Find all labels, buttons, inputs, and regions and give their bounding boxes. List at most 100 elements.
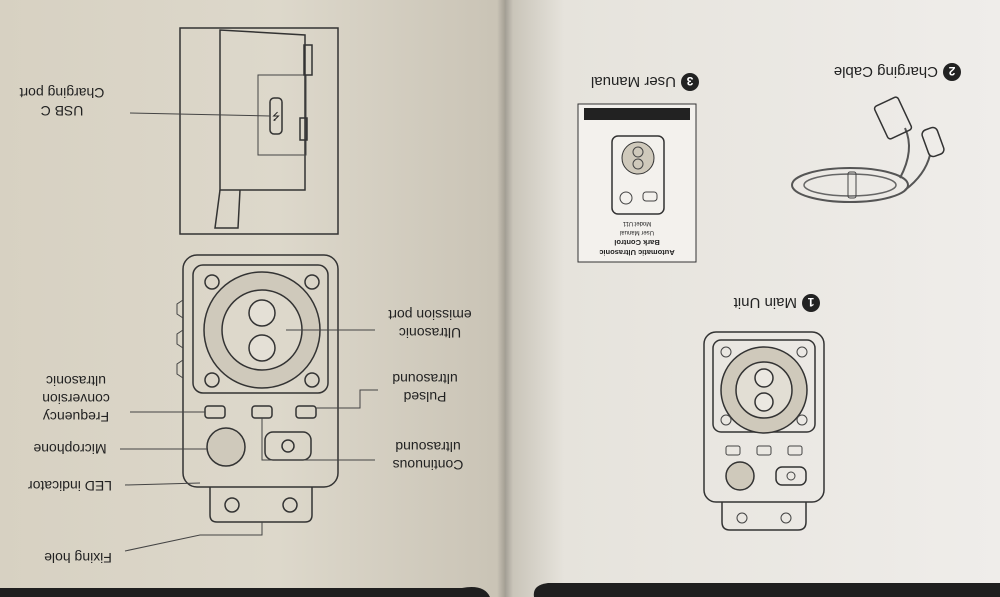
power-icon	[281, 439, 295, 453]
fixing-hole-label: Fixing hole	[44, 550, 112, 566]
main-unit-hole-left	[736, 512, 748, 524]
corner-screw-tr	[304, 274, 320, 290]
ultrasonic-label: Ultrasonic	[399, 325, 461, 341]
microphone-label: Microphone	[33, 441, 106, 457]
speaker-grille-frame	[192, 264, 329, 394]
usb-c-label: USB C	[41, 103, 84, 119]
continuous-ultrasound-label: ultrasound	[395, 439, 460, 455]
led-callout: LED indicator	[28, 478, 112, 494]
main-unit-transducer	[735, 361, 793, 419]
cable-coil-inner	[803, 173, 897, 197]
manual-cover-header-bar	[584, 108, 690, 120]
usb-c-callout: USB C Charging port	[19, 85, 104, 119]
item-2-number: 2	[948, 64, 955, 78]
ultrasonic-emitter-top	[248, 299, 276, 327]
main-unit-power-button	[775, 466, 807, 486]
item-3-number: 3	[686, 74, 693, 88]
left-footer-bar	[0, 588, 462, 597]
main-unit-illustration	[703, 331, 825, 531]
continuous-label: Continuous	[393, 457, 464, 473]
main-unit-led-3	[787, 445, 803, 456]
manual-cover-mic	[619, 191, 633, 205]
item-2-badge	[943, 63, 961, 81]
side-view-diagram: ⭍	[179, 27, 339, 235]
item-3-badge	[681, 73, 699, 91]
item-1-number: 1	[807, 295, 814, 309]
pulsed-label: Pulsed	[404, 389, 447, 405]
manual-cover	[577, 103, 697, 263]
pulsed-callout: Pulsed ultrasound	[392, 371, 457, 405]
manual-cover-text: Automatic Ultrasonic Bark Control User M…	[599, 220, 674, 257]
manual-cover-illustration: Automatic Ultrasonic Bark Control User M…	[577, 103, 697, 263]
side-button-top	[303, 44, 313, 76]
item-3-label: User Manual	[591, 73, 676, 90]
microphone-callout: Microphone	[33, 441, 106, 457]
main-unit-emitter-bottom	[754, 392, 774, 412]
power-button	[264, 431, 312, 461]
main-unit-screw-bl	[720, 414, 732, 426]
led-indicator-label: LED indicator	[28, 478, 112, 494]
side-panel	[257, 74, 307, 156]
pulsed-ultrasound-label: ultrasound	[392, 371, 457, 387]
charging-cable-illustration	[791, 96, 945, 203]
manual-cover-emitter-top	[632, 146, 644, 158]
emission-port-label: emission port	[388, 307, 471, 323]
conversion-label: conversion	[42, 391, 110, 407]
mounting-tab	[209, 487, 313, 523]
corner-screw-bl	[204, 372, 220, 388]
item-2-label: Charging Cable	[834, 63, 938, 80]
fixing-hole-callout: Fixing hole	[44, 550, 112, 566]
item-charging-cable-heading: 2 Charging Cable	[834, 63, 961, 81]
usb-c-plug	[921, 126, 945, 158]
corner-screw-tl	[204, 274, 220, 290]
main-unit-mount-tab	[721, 502, 807, 531]
mode-led-continuous	[251, 405, 273, 419]
left-footer-bar-end	[462, 587, 490, 597]
cable-coil-outer	[791, 167, 909, 203]
item-main-unit-heading: 1 Main Unit	[733, 294, 820, 312]
fixing-hole-left	[224, 497, 240, 513]
right-footer-bar	[533, 583, 1000, 597]
cable-lead-usb-c	[904, 154, 931, 191]
manual-cover-button	[642, 191, 658, 202]
cable-lead-usb-a	[899, 127, 910, 179]
charging-port-label: Charging port	[19, 85, 104, 101]
ultrasonic-mode-label: ultrasonic	[46, 373, 106, 389]
main-unit-emitter-top	[754, 368, 774, 388]
item-1-label: Main Unit	[733, 294, 797, 311]
ultrasonic-port-callout: Ultrasonic emission port	[388, 307, 471, 341]
device-side-profile	[219, 29, 306, 191]
side-button-bottom	[299, 117, 308, 141]
main-unit-screw-tl	[720, 346, 732, 358]
corner-screw-br	[304, 372, 320, 388]
ultrasonic-emitter-bottom	[248, 334, 276, 362]
main-unit-hole-right	[780, 512, 792, 524]
manual-cover-emitter-bottom	[632, 158, 644, 170]
main-unit-screw-br	[796, 414, 808, 426]
mode-led-pulsed	[295, 405, 317, 419]
frequency-callout: Frequency conversion ultrasonic	[42, 373, 110, 425]
mode-led-frequency	[204, 405, 226, 419]
fixing-hole-leader	[124, 522, 263, 552]
manual-cover-speaker	[621, 141, 655, 175]
manual-cover-subtitle: User Manual	[620, 229, 654, 235]
item-user-manual-heading: 3 User Manual	[591, 73, 699, 91]
continuous-callout: Continuous ultrasound	[393, 439, 464, 473]
book-gutter	[497, 0, 513, 597]
manual-cover-title2: Bark Control	[614, 238, 659, 247]
device-body	[182, 254, 339, 488]
usb-a-plug	[873, 96, 913, 140]
right-page	[505, 0, 1000, 597]
main-unit-led-1	[725, 445, 741, 456]
cable-tie	[847, 171, 857, 199]
usb-c-leader	[129, 112, 271, 117]
frequency-label: Frequency	[43, 409, 109, 425]
main-unit-power-icon	[786, 471, 796, 481]
clip-profile	[214, 189, 241, 229]
main-unit-screw-tr	[796, 346, 808, 358]
continuous-leader	[261, 418, 375, 461]
left-grip-ridges	[176, 299, 184, 379]
fixing-hole-right	[282, 497, 298, 513]
